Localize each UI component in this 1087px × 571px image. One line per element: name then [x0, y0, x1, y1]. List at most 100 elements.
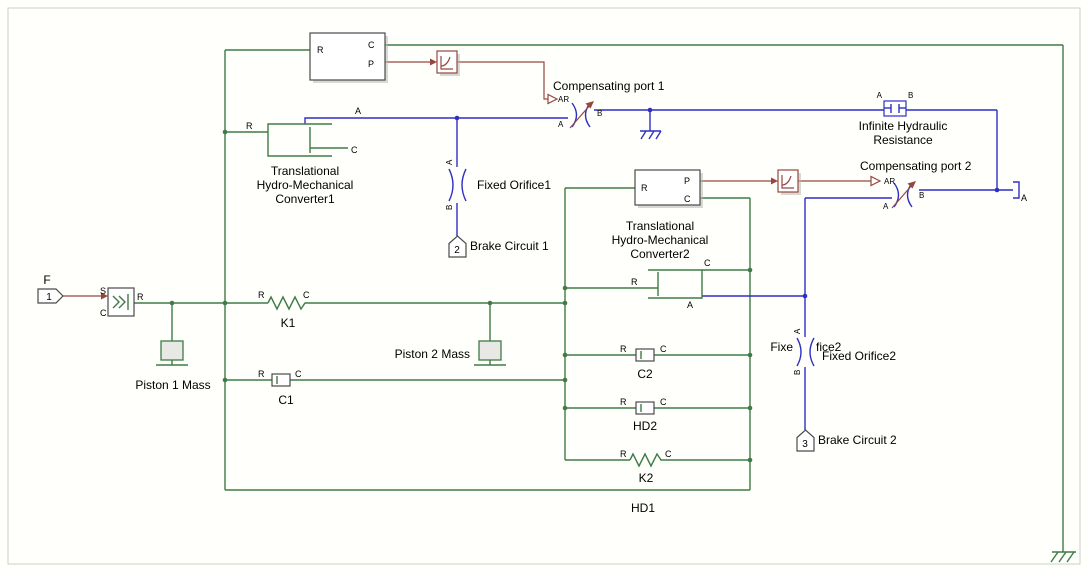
hydraulic-reference-icon — [640, 110, 662, 140]
block-label: K1 — [281, 316, 296, 330]
port-letter-c: C — [295, 369, 302, 379]
ps-lookup2-block[interactable] — [777, 169, 801, 195]
port-letter-a: A — [355, 106, 361, 116]
block-label: Piston 2 Mass — [395, 347, 470, 361]
damper-hd2-block[interactable]: R C HD2 — [620, 397, 667, 433]
port-pentagon-icon[interactable] — [448, 235, 467, 258]
port-letter-r: R — [137, 292, 144, 302]
port-letter-a: A — [883, 202, 889, 211]
spring-k2-block[interactable]: R C K2 — [620, 449, 672, 485]
port-letter-r: R — [631, 277, 638, 287]
motion-sensor2-block[interactable]: R P C — [634, 169, 703, 208]
block-label: Translational — [271, 164, 339, 178]
port-letter-a: A — [445, 159, 454, 165]
port-letter-c: C — [303, 290, 310, 300]
block-label: Hydro-Mechanical — [257, 178, 354, 192]
port-letter-r: R — [620, 397, 627, 407]
orifice-icon — [796, 337, 815, 367]
port-label: F — [43, 273, 50, 287]
force-source-icon — [112, 294, 129, 310]
port-number: 2 — [454, 245, 460, 256]
arrowhead — [771, 177, 778, 185]
signal-wires[interactable] — [62, 58, 882, 300]
resistance-icon-bars — [884, 104, 906, 113]
port-letter-p: P — [684, 176, 690, 186]
lookup-curve-icon — [440, 56, 453, 70]
junction-dots — [169, 107, 1000, 463]
port-pentagon-icon[interactable] — [37, 288, 64, 304]
block-label: Converter1 — [275, 192, 335, 206]
port-letter-r: R — [620, 449, 627, 459]
force-source-block[interactable]: S C R — [100, 286, 144, 318]
variable-orifice-icon — [891, 181, 916, 209]
port-letter-ar: AR — [558, 95, 569, 104]
compensating-port2-block[interactable]: Compensating port 2 AR A B — [860, 159, 972, 211]
damper-hd1-block[interactable]: HD1 — [631, 501, 655, 515]
lookup-curve-icon — [781, 175, 794, 189]
port-letter-a: A — [558, 120, 564, 129]
port-letter-r: R — [258, 369, 265, 379]
port-letter-a: A — [793, 328, 802, 334]
port-letter-c: C — [684, 194, 691, 204]
infinite-hydraulic-resistance-block[interactable]: A B Infinite Hydraulic Resistance — [859, 91, 948, 147]
port-letter-b: B — [919, 191, 924, 200]
port-letter-c: C — [100, 308, 107, 318]
block-label-fragment: Fixe — [770, 340, 793, 354]
piston2-mass-block[interactable]: Piston 2 Mass — [395, 340, 502, 361]
motion-sensor1-block[interactable]: R C P — [309, 32, 388, 83]
port-letter-s: S — [100, 286, 106, 296]
block-label: Piston 1 Mass — [135, 378, 210, 392]
port-letter-c: C — [351, 145, 358, 155]
port-pentagon-icon[interactable] — [796, 429, 815, 452]
mechanical-wires[interactable] — [134, 44, 1076, 563]
mechanical-reference-icon — [1050, 551, 1076, 563]
piston-cylinder-icon — [267, 123, 348, 157]
damper-icon — [635, 401, 655, 415]
spring-k1-block[interactable]: R C K1 — [258, 290, 310, 330]
open-port-bracket[interactable] — [1013, 181, 1020, 199]
damper-c2-block[interactable]: R C C2 — [620, 344, 667, 381]
damper-c1-block[interactable]: R C C1 — [258, 369, 302, 407]
orifice-icon — [448, 168, 467, 202]
converter1-block[interactable]: R C A Translational Hydro-Mechanical Con… — [246, 106, 361, 206]
port-label: Brake Circuit 1 — [470, 239, 549, 253]
port-letter-r: R — [641, 183, 648, 193]
block-label: Compensating port 2 — [860, 159, 972, 173]
damper-icon — [271, 373, 291, 387]
mass-icon — [478, 340, 502, 361]
ps-arrowhead — [547, 93, 559, 105]
block-label: Fixed Orifice2 — [822, 349, 896, 363]
block-label: Resistance — [873, 133, 933, 147]
port-letter-a: A — [687, 300, 693, 310]
block-label: C2 — [637, 367, 653, 381]
port-number: 1 — [46, 292, 52, 303]
port-letter-a: A — [877, 91, 883, 100]
port-letter-c: C — [660, 397, 667, 407]
port-letter-c: C — [368, 40, 375, 50]
input-port-1[interactable]: F 1 — [37, 273, 64, 304]
port-letter-c: C — [704, 258, 711, 268]
block-label: Converter2 — [630, 247, 690, 261]
port-letter-b: B — [793, 370, 802, 375]
port-letter-p: P — [368, 59, 374, 69]
converter2-block[interactable]: R C A Translational Hydro-Mechanical Con… — [612, 219, 711, 310]
canvas-border — [7, 7, 1081, 565]
block-label-fragment: fice2 — [816, 340, 842, 354]
port-letter-r: R — [246, 121, 253, 131]
piston-cylinder-icon — [648, 269, 703, 299]
port-letter-c: C — [665, 449, 672, 459]
block-label: Infinite Hydraulic — [859, 119, 948, 133]
compensating-port1-block[interactable]: Compensating port 1 AR A B — [553, 79, 665, 129]
piston1-mass-block[interactable]: Piston 1 Mass — [135, 340, 211, 392]
mass-icon — [160, 340, 184, 361]
port-letter-ar: AR — [884, 177, 895, 186]
block-label: Fixed Orifice1 — [477, 178, 551, 192]
brake-circuit2-port[interactable]: 3 Brake Circuit 2 — [796, 429, 897, 452]
block-label: HD2 — [633, 419, 657, 433]
port-letter-r: R — [620, 344, 627, 354]
fixed-orifice1-block[interactable]: A B Fixed Orifice1 — [445, 159, 551, 210]
ps-lookup1-block[interactable] — [436, 50, 460, 76]
brake-circuit1-port[interactable]: 2 Brake Circuit 1 — [448, 235, 549, 258]
port-letter-r: R — [317, 45, 324, 55]
fixed-orifice2-block[interactable]: A B Fixe fice2 Fixed Orifice2 — [770, 328, 896, 375]
